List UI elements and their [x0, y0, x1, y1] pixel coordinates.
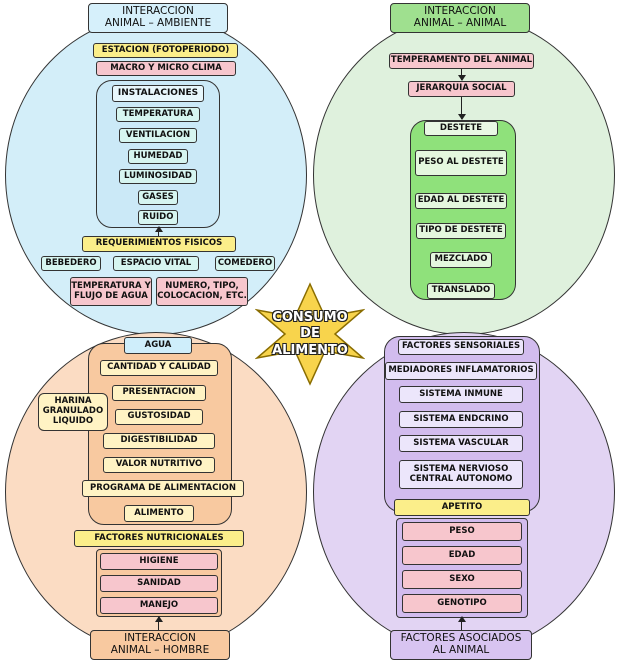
- animal-factor-item: GENOTIPO: [402, 594, 522, 613]
- center-line1: CONSUMO: [272, 310, 348, 325]
- destete-label: DESTETE: [424, 121, 498, 136]
- center-line2: DE: [300, 326, 320, 342]
- sensoriales-box: FACTORES SENSORIALES: [398, 339, 524, 355]
- jerarquia-box: JERARQUIA SOCIAL: [408, 81, 515, 97]
- animal-factor-item: PESO: [402, 522, 522, 541]
- arrow-up-icon: [154, 616, 163, 630]
- system-item: SISTEMA INMUNE: [399, 386, 523, 403]
- espacio-vital-box: ESPACIO VITAL: [113, 256, 199, 271]
- agua-box: AGUA: [124, 337, 192, 354]
- factores-nutricionales-box: FACTORES NUTRICIONALES: [74, 530, 244, 547]
- alimento-item: DIGESTIBILIDAD: [103, 433, 215, 449]
- alimento-item: CANTIDAD Y CALIDAD: [100, 360, 218, 376]
- center-line3: ALIMENTO: [272, 342, 348, 358]
- title-animal-hombre-line2: ANIMAL – HOMBRE: [110, 644, 210, 656]
- food-forms-box: HARINA GRANULADO LIQUIDO: [38, 393, 108, 431]
- alimento-item: GUSTOSIDAD: [115, 409, 203, 425]
- install-item: HUMEDAD: [128, 149, 188, 164]
- destete-item: TIPO DE DESTETE: [416, 223, 506, 239]
- title-animal-animal: INTERACCION ANIMAL – ANIMAL: [390, 3, 530, 33]
- temperamento-box: TEMPERAMENTO DEL ANIMAL: [389, 53, 534, 69]
- bebedero-box: BEBEDERO: [41, 256, 101, 271]
- manejo-item: SANIDAD: [100, 575, 218, 592]
- destete-item: PESO AL DESTETE: [415, 150, 507, 176]
- apetito-box: APETITO: [394, 499, 530, 516]
- alimento-item: VALOR NUTRITIVO: [103, 457, 215, 473]
- install-item: TEMPERATURA: [116, 107, 200, 122]
- temperatura-flujo-box: TEMPERATURA Y FLUJO DE AGUA: [70, 277, 152, 306]
- arrow-down-icon: [457, 97, 466, 120]
- arrow-up-icon: [457, 616, 466, 630]
- programa-box: PROGRAMA DE ALIMENTACION: [82, 480, 244, 497]
- animal-factor-item: EDAD: [402, 546, 522, 565]
- animal-factor-item: SEXO: [402, 570, 522, 589]
- arrow-down-icon: [457, 69, 466, 81]
- title-animal-ambiente-line2: ANIMAL – AMBIENTE: [104, 17, 212, 29]
- instalaciones-label: INSTALACIONES: [112, 85, 204, 102]
- temperatura-flujo-line1: TEMPERATURA Y: [71, 280, 151, 291]
- numero-tipo-line2: COLOCACION, ETC.: [157, 290, 247, 301]
- system-item: SISTEMA VASCULAR: [399, 435, 523, 452]
- destete-item: TRANSLADO: [427, 283, 495, 299]
- numero-tipo-line1: NUMERO, TIPO,: [165, 280, 239, 291]
- numero-tipo-box: NUMERO, TIPO, COLOCACION, ETC.: [156, 277, 248, 306]
- title-factores-asociados: FACTORES ASOCIADOS AL ANIMAL: [390, 630, 532, 660]
- food-forms-line1: HARINA: [54, 396, 92, 407]
- center-title: CONSUMO DE ALIMENTO: [260, 310, 360, 359]
- mediadores-box: MEDIADORES INFLAMATORIOS: [385, 362, 537, 380]
- food-forms-line3: LIQUIDO: [52, 415, 94, 426]
- nervioso-line1: SISTEMA NERVIOSO: [413, 463, 509, 474]
- system-item: SISTEMA ENDCRINO: [399, 411, 523, 428]
- destete-item: EDAD AL DESTETE: [415, 193, 507, 209]
- clima-box: MACRO Y MICRO CLIMA: [96, 61, 236, 76]
- arrow-up-icon: [154, 226, 163, 236]
- temperatura-flujo-line2: FLUJO DE AGUA: [74, 290, 148, 301]
- alimento-item: PRESENTACION: [112, 385, 206, 401]
- destete-item: MEZCLADO: [430, 252, 492, 268]
- title-animal-animal-line1: INTERACCION: [424, 5, 496, 18]
- title-animal-ambiente-line1: INTERACCION: [122, 5, 194, 18]
- install-item: RUIDO: [138, 210, 178, 225]
- install-item: LUMINOSIDAD: [119, 169, 197, 184]
- install-item: GASES: [138, 190, 178, 205]
- title-animal-hombre: INTERACCION ANIMAL – HOMBRE: [90, 630, 230, 660]
- title-animal-animal-line2: ANIMAL – ANIMAL: [413, 17, 507, 29]
- estacion-box: ESTACION (FOTOPERIODO): [93, 43, 238, 58]
- title-animal-hombre-line1: INTERACCION: [124, 632, 196, 645]
- title-factores-line1: FACTORES ASOCIADOS: [400, 632, 522, 645]
- manejo-item: MANEJO: [100, 597, 218, 614]
- install-item: VENTILACION: [119, 128, 197, 143]
- destete-panel: [410, 120, 516, 300]
- title-animal-ambiente: INTERACCION ANIMAL – AMBIENTE: [88, 3, 228, 33]
- food-forms-line2: GRANULADO: [42, 406, 104, 417]
- nervioso-box: SISTEMA NERVIOSO CENTRAL AUTONOMO: [399, 460, 523, 489]
- alimento-box: ALIMENTO: [124, 505, 194, 522]
- title-factores-line2: AL ANIMAL: [432, 644, 490, 656]
- comedero-box: COMEDERO: [215, 256, 275, 271]
- manejo-item: HIGIENE: [100, 553, 218, 570]
- nervioso-line2: CENTRAL AUTONOMO: [409, 473, 513, 484]
- requerimientos-box: REQUERIMIENTOS FISICOS: [82, 236, 236, 252]
- center-star-icon: [255, 282, 365, 386]
